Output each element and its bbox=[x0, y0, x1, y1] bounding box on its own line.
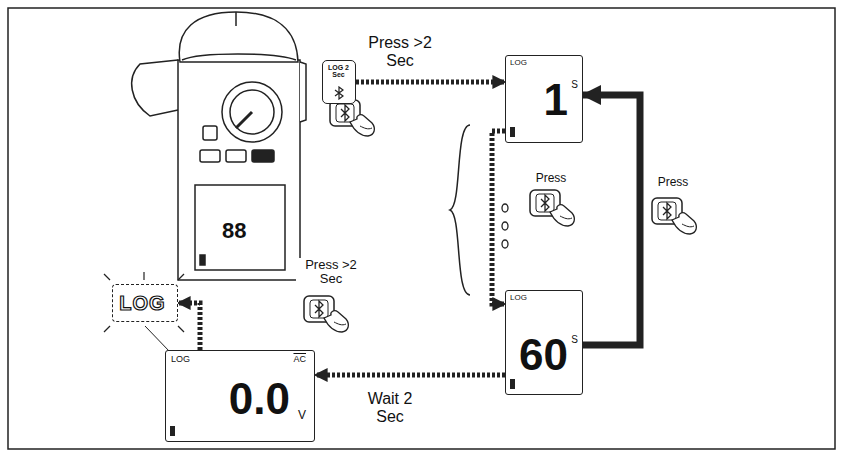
brace bbox=[450, 125, 470, 295]
display-value: AC bbox=[293, 355, 306, 364]
meter-jaw bbox=[179, 12, 298, 62]
flashing-badge: LOG bbox=[112, 284, 178, 322]
press-icon bbox=[304, 296, 348, 332]
display-value: 1 bbox=[544, 78, 568, 122]
log-button bbox=[203, 126, 217, 140]
meter-button bbox=[252, 150, 274, 162]
meter-button bbox=[200, 150, 220, 162]
display-value: V bbox=[298, 409, 306, 421]
jaw-gap bbox=[235, 12, 237, 26]
frame bbox=[8, 8, 835, 449]
rotary-dial bbox=[222, 82, 282, 142]
battery-icon bbox=[510, 127, 515, 137]
lcd-screen: LOG AC 0.0V bbox=[165, 350, 315, 442]
lcd-screen: LOG 1S bbox=[505, 55, 583, 143]
display-value: S bbox=[571, 335, 578, 345]
edge-label: Press bbox=[648, 176, 698, 189]
display-value: 60 bbox=[519, 333, 568, 377]
button-icon: LOG 2 Sec bbox=[322, 60, 356, 104]
press-icon bbox=[330, 100, 374, 136]
meter-side bbox=[300, 62, 306, 122]
bluetooth-symbol bbox=[330, 86, 348, 100]
press-icon bbox=[652, 198, 696, 234]
edge-label: Press >2 Sec bbox=[296, 258, 366, 287]
sequence-dots bbox=[502, 204, 508, 248]
edge-label: Wait 2 Sec bbox=[352, 390, 428, 425]
node-heading: LOG bbox=[510, 294, 527, 302]
lcd-screen: LOG 60S bbox=[505, 290, 583, 395]
battery-icon bbox=[170, 426, 175, 436]
jaw-edge bbox=[182, 54, 296, 60]
meter-body bbox=[178, 60, 300, 280]
battery-icon bbox=[200, 255, 205, 265]
flow-arrow bbox=[583, 95, 640, 345]
flow-arrow bbox=[492, 131, 505, 304]
display-reading: 88 bbox=[222, 220, 246, 242]
meter-trigger bbox=[132, 60, 178, 116]
node-heading: LOG bbox=[113, 293, 172, 313]
display-value: S bbox=[571, 80, 578, 90]
battery-icon bbox=[510, 379, 515, 389]
meter-display bbox=[195, 185, 285, 270]
flow-arrow bbox=[356, 80, 505, 85]
display-value: 0.0 bbox=[229, 377, 290, 421]
node-heading: LOG 2 Sec bbox=[325, 64, 352, 78]
press-icon bbox=[530, 190, 574, 226]
flow-arrow bbox=[178, 303, 200, 350]
clamp-meter bbox=[132, 12, 306, 280]
rotary-dial-inner bbox=[230, 90, 274, 134]
flow-arrow bbox=[315, 373, 505, 378]
edge-label: Press >2 Sec bbox=[362, 34, 438, 69]
dial-pointer bbox=[236, 112, 252, 128]
meter-button bbox=[226, 150, 246, 162]
edge-label: Press bbox=[526, 172, 576, 185]
flash-rays bbox=[104, 272, 184, 332]
node-heading: LOG bbox=[171, 355, 190, 364]
callout-line bbox=[145, 326, 170, 352]
node-heading: LOG bbox=[510, 59, 527, 67]
